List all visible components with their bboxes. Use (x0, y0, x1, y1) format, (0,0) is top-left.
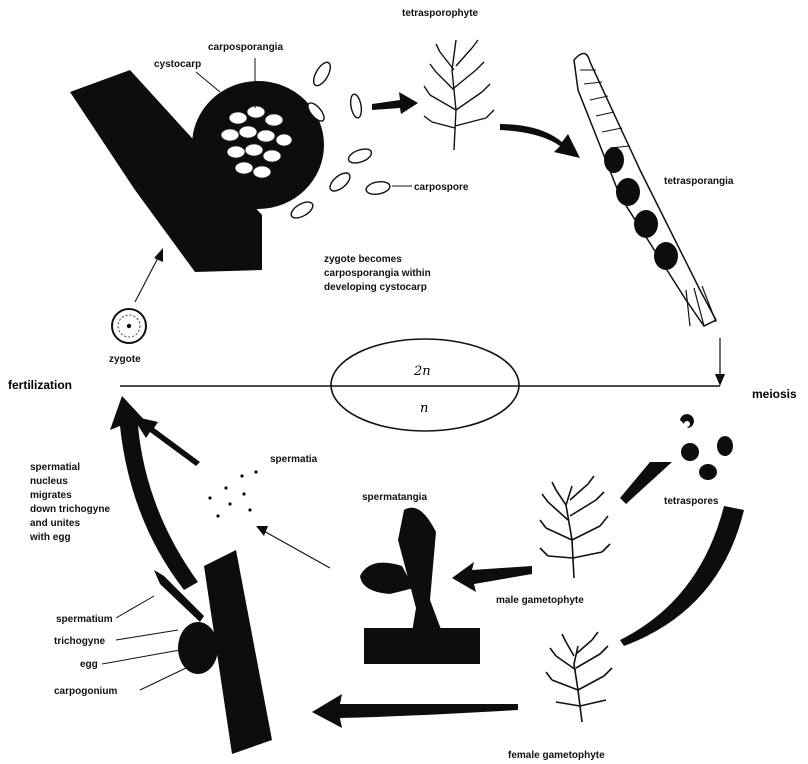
arrow-to-spermatangia (452, 562, 532, 592)
label-spermatangia: spermatangia (362, 492, 427, 503)
arrow-to-tetrasporangia (500, 124, 580, 158)
label-male-gametophyte: male gametophyte (496, 595, 584, 606)
label-female-gametophyte: female gametophyte (508, 750, 605, 761)
spermatia-dots (208, 470, 257, 517)
label-tetraspores: tetraspores (664, 496, 719, 507)
label-cystocarp: cystocarp (154, 59, 201, 70)
spermatial-note-line-2: nucleus (30, 476, 68, 487)
label-zygote-note-2: carposporangia within (324, 268, 431, 279)
label-zygote-note-3: developing cystocarp (324, 282, 427, 293)
tetrasporangia-filament (574, 53, 716, 326)
label-zygote: zygote (109, 354, 141, 365)
spermatial-note-line-6: with egg (29, 532, 71, 543)
spermatial-note-line-1: spermatial (30, 462, 80, 473)
label-spermatia: spermatia (270, 454, 318, 465)
label-carpogonium: carpogonium (54, 686, 117, 697)
spermatial-note-line-3: migrates (30, 490, 72, 501)
tetrasporophyte-plant (424, 40, 494, 150)
male-gametophyte-plant (540, 476, 610, 578)
label-haploid: n (420, 401, 428, 416)
zygote-cell (112, 309, 146, 343)
label-zygote-note-1: zygote becomes (324, 254, 402, 265)
label-spermatium: spermatium (56, 614, 113, 625)
arrow-to-female-gametophyte (620, 506, 744, 646)
label-carposporangia: carposporangia (208, 42, 283, 53)
label-diploid: 2n (413, 364, 431, 379)
arrow-zygote-to-cystocarp (135, 248, 163, 302)
arrow-spermatangia-to-spermatia (256, 526, 330, 568)
spermatangia-illustration (360, 508, 480, 664)
label-meiosis: meiosis (752, 387, 797, 401)
label-egg: egg (80, 659, 98, 670)
spermatial-note-line-4: down trichogyne (30, 504, 110, 515)
tetraspores (680, 414, 733, 480)
spermatial-note-line-5: and unites (30, 518, 80, 529)
label-tetrasporangia: tetrasporangia (664, 176, 734, 187)
label-trichogyne: trichogyne (54, 636, 106, 647)
arrow-to-meiosis (715, 338, 725, 386)
ploidy-ellipse (331, 339, 519, 431)
label-carpospore: carpospore (414, 182, 469, 193)
arrow-to-carpogonium (312, 694, 518, 728)
cystocarp-illustration (70, 58, 324, 272)
female-gametophyte-plant (546, 632, 612, 722)
label-tetrasporophyte: tetrasporophyte (402, 8, 479, 19)
arrow-to-tetrasporophyte (372, 92, 418, 114)
label-fertilization: fertilization (8, 378, 72, 392)
